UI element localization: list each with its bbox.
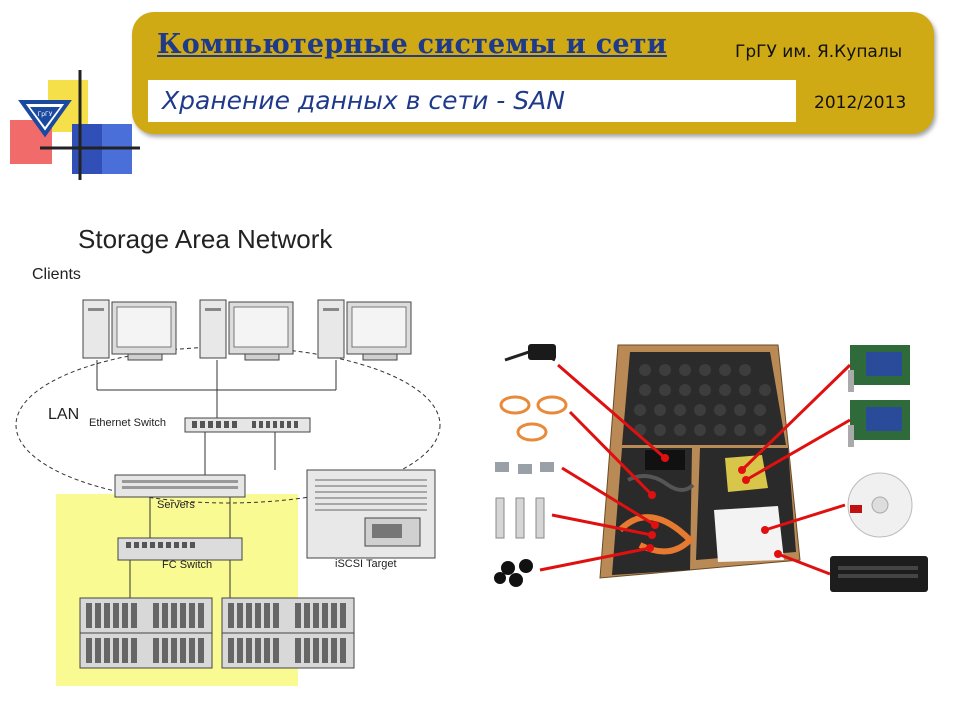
svg-text:ГрГУ: ГрГУ	[38, 111, 53, 118]
client-computer-2	[199, 299, 294, 361]
san-diagram	[15, 299, 441, 669]
course-title[interactable]: Компьютерные системы и сети	[157, 29, 667, 60]
servers-icon	[114, 474, 246, 498]
hardware-kit-photo	[494, 344, 928, 592]
disk-array-left-icon	[79, 597, 213, 669]
academic-year: 2012/2013	[814, 93, 907, 113]
fc-switch-icon	[117, 537, 243, 561]
disk-array-right-icon	[221, 597, 355, 669]
diagram-title: Storage Area Network	[78, 224, 333, 254]
clients-label: Clients	[32, 266, 81, 283]
iscsi-target-label: iSCSI Target	[335, 558, 397, 570]
university-logo-icon: ГрГУ	[10, 70, 140, 180]
ethernet-switch-icon	[184, 417, 311, 433]
servers-label: Servers	[157, 499, 195, 511]
client-computer-3	[317, 299, 412, 361]
iscsi-target-icon	[306, 469, 436, 559]
client-computer-1	[82, 299, 177, 361]
fc-switch-label: FC Switch	[162, 559, 213, 571]
ethernet-switch-label: Ethernet Switch	[89, 417, 167, 429]
subtitle-box	[148, 80, 796, 122]
university-name: ГрГУ им. Я.Купалы	[735, 42, 903, 62]
lan-label: LAN	[48, 406, 80, 423]
slide-subtitle: Хранение данных в сети - SAN	[162, 86, 565, 115]
